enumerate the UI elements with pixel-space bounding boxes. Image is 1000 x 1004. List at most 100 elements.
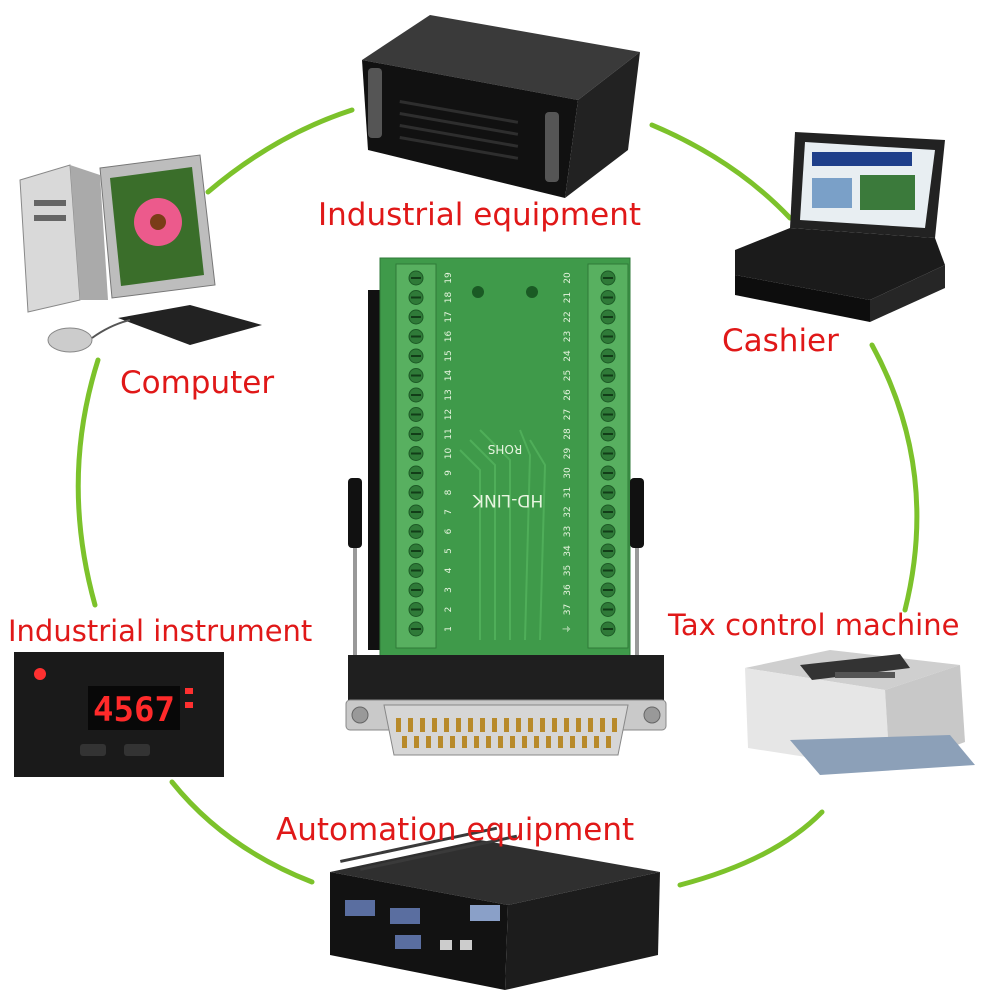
connector-pin — [480, 718, 485, 732]
left-pin-label: 16 — [444, 331, 454, 343]
left-pin-label: 1 — [444, 626, 454, 632]
cashier-image — [735, 132, 945, 322]
left-pin-label: 17 — [444, 311, 454, 322]
connector-pin — [552, 718, 557, 732]
mount-hole-right — [526, 286, 538, 298]
left-pin-label: 14 — [444, 370, 454, 382]
connector-pin — [606, 736, 611, 748]
right-pin-label: 31 — [563, 487, 573, 498]
right-pin-label: 26 — [563, 389, 573, 401]
left-pin-label: 7 — [444, 509, 454, 515]
ring-arc-instrument-to-computer — [75, 357, 101, 608]
right-pin-label: 28 — [563, 428, 573, 440]
right-pin-label: 34 — [563, 545, 573, 557]
connector-housing — [348, 655, 664, 705]
right-pin-label: 21 — [563, 292, 573, 303]
ring-arc-cashier-to-tax — [869, 342, 920, 613]
connector-pin — [462, 736, 467, 748]
connector-pin — [396, 718, 401, 732]
right-pin-label: 32 — [563, 506, 573, 517]
connector-pins — [396, 718, 617, 748]
connector-pin — [432, 718, 437, 732]
connector-pin — [516, 718, 521, 732]
right-pin-label: 30 — [563, 467, 573, 479]
ring-arc-automation-to-instrument — [169, 779, 315, 885]
left-pin-label: 10 — [444, 448, 454, 460]
connector-pin — [528, 718, 533, 732]
tax-control-machine-image — [745, 650, 975, 775]
left-pin-label: 15 — [444, 350, 454, 361]
connector-pin — [468, 718, 473, 732]
connector-pin — [564, 718, 569, 732]
left-pin-label: 4 — [444, 567, 454, 573]
left-pin-label: 5 — [444, 548, 454, 554]
right-pin-label: ⏚ — [562, 624, 573, 633]
left-pin-label: 8 — [444, 489, 454, 495]
label-industrial-equipment: Industrial equipment — [318, 197, 642, 233]
connector-pin — [420, 718, 425, 732]
connector-pin — [570, 736, 575, 748]
connector-pin — [558, 736, 563, 748]
right-pin-label: 23 — [563, 331, 573, 342]
connector-pin — [450, 736, 455, 748]
terminal-block-left — [395, 263, 437, 649]
jackscrew-left — [348, 478, 362, 723]
mouse — [47, 327, 93, 353]
right-pin-label: 22 — [563, 311, 573, 322]
right-pin-label: 27 — [563, 409, 573, 420]
connection-ring — [75, 107, 920, 888]
connector-pin — [546, 736, 551, 748]
db37-breakout-board: ROHS HD-LINK 123456789101112131415161718… — [345, 257, 667, 756]
right-pin-label: 24 — [563, 350, 573, 362]
ring-arc-industrial-to-cashier — [649, 122, 793, 221]
connector-pin — [588, 718, 593, 732]
pcb-traces — [459, 429, 547, 641]
left-pin-label: 11 — [444, 428, 454, 439]
connector-pin — [492, 718, 497, 732]
left-pin-label: 13 — [444, 389, 454, 400]
label-cashier: Cashier — [722, 323, 839, 359]
keyboard — [118, 305, 262, 345]
right-pin-label: 36 — [563, 584, 573, 596]
connector-pin — [594, 736, 599, 748]
left-pin-label: 12 — [444, 409, 454, 420]
connector-pin — [438, 736, 443, 748]
industrial-equipment-image — [362, 15, 640, 198]
connector-pin — [402, 736, 407, 748]
connector-pin — [486, 736, 491, 748]
ring-arc-tax-to-automation — [677, 809, 825, 888]
left-pin-label: 3 — [444, 587, 454, 593]
connector-pin — [582, 736, 587, 748]
left-pin-label: 6 — [444, 528, 454, 534]
left-pin-label: 9 — [444, 470, 454, 476]
connector-pin — [456, 718, 461, 732]
connector-pin — [534, 736, 539, 748]
computer-image — [19, 154, 262, 353]
label-tax-control-machine: Tax control machine — [668, 608, 960, 642]
connector-pin — [414, 736, 419, 748]
rohs-mark: ROHS — [488, 442, 522, 456]
connector-pin — [576, 718, 581, 732]
right-pin-label: 29 — [563, 448, 573, 460]
brand-mark: HD-LINK — [472, 490, 543, 510]
right-pin-label: 25 — [563, 370, 573, 381]
industrial-instrument-image: 4567 — [14, 652, 224, 777]
terminal-block-right — [587, 263, 629, 649]
connector-pin — [426, 736, 431, 748]
right-screws — [600, 270, 616, 637]
label-automation-equipment: Automation equipment — [276, 812, 635, 848]
connector-pin — [510, 736, 515, 748]
connector-pin — [504, 718, 509, 732]
connector-pin — [522, 736, 527, 748]
right-pin-label: 35 — [563, 565, 573, 576]
jackscrew-right — [630, 478, 644, 723]
left-pin-label: 19 — [444, 272, 454, 284]
meter-display: 4567 — [93, 690, 175, 730]
left-pin-label: 18 — [444, 292, 454, 304]
connector-pin — [600, 718, 605, 732]
label-industrial-instrument: Industrial instrument — [8, 614, 313, 648]
connector-pin — [498, 736, 503, 748]
